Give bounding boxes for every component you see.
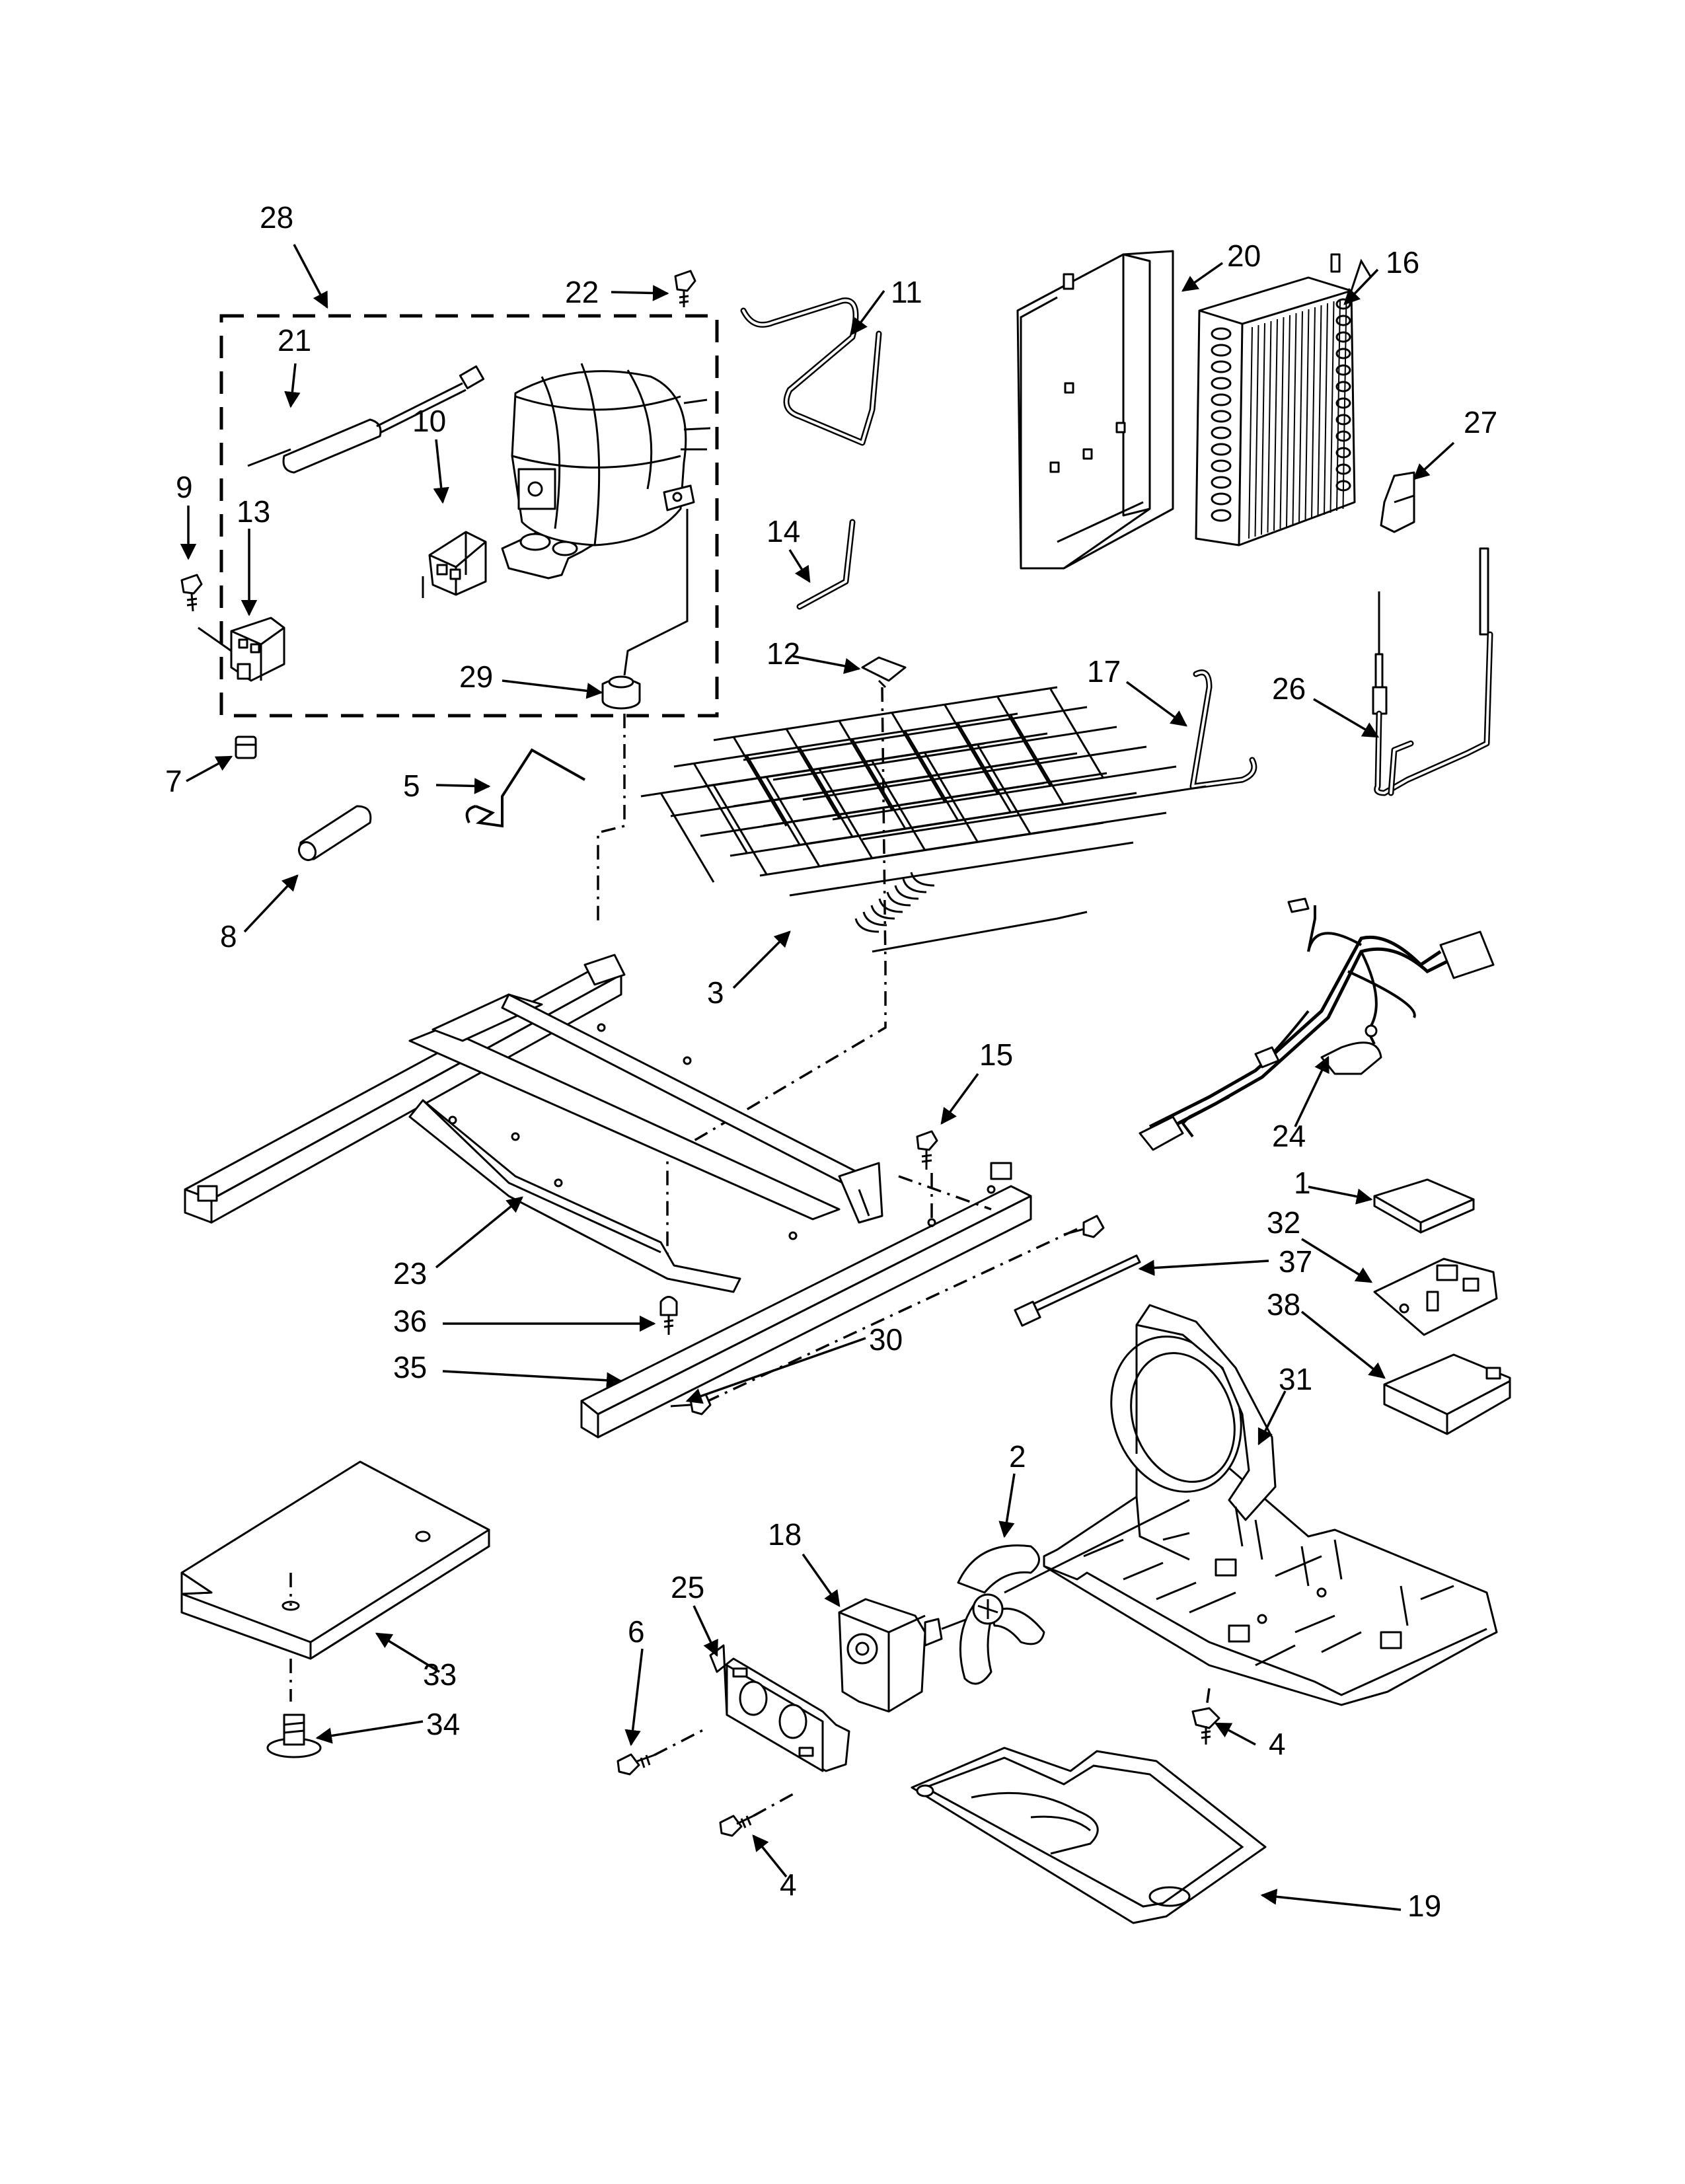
condenser-coil-part[interactable] xyxy=(1195,253,1372,546)
screw-4-right-part[interactable] xyxy=(1191,1707,1220,1745)
filter-drier-part[interactable] xyxy=(247,365,485,474)
clip-27-part[interactable] xyxy=(1380,471,1415,533)
spring-5-part[interactable] xyxy=(465,748,585,828)
screw-9-part[interactable] xyxy=(180,574,203,612)
callout-6: 6 xyxy=(628,1614,645,1649)
callout-22: 22 xyxy=(565,275,599,309)
callout-11: 11 xyxy=(891,275,922,309)
leader-grommet xyxy=(597,714,626,925)
screw-22-part[interactable] xyxy=(674,270,696,307)
callout-20: 20 xyxy=(1227,239,1261,273)
compressor-part[interactable] xyxy=(501,363,711,580)
cover-plate-part[interactable] xyxy=(1373,1178,1475,1234)
relay-overload-part[interactable] xyxy=(422,531,487,598)
callout-29: 29 xyxy=(459,659,493,694)
screw-36-part[interactable] xyxy=(659,1296,678,1336)
drain-pan-19-part[interactable] xyxy=(911,1747,1267,1924)
plug-34-part[interactable] xyxy=(266,1713,322,1758)
control-box-part[interactable] xyxy=(1383,1353,1511,1435)
callout-27: 27 xyxy=(1464,405,1497,439)
screw-4-left-part[interactable] xyxy=(719,1815,754,1837)
callout-8: 8 xyxy=(220,919,237,954)
callout-4-right: 4 xyxy=(1269,1727,1286,1761)
callout-36: 36 xyxy=(393,1304,427,1338)
grommet-part[interactable] xyxy=(601,675,641,710)
callout-16: 16 xyxy=(1386,245,1419,280)
callout-34: 34 xyxy=(426,1707,460,1741)
callout-35: 35 xyxy=(393,1350,427,1384)
callout-12: 12 xyxy=(767,636,800,671)
compressor-assembly-boundary xyxy=(219,314,719,718)
drier-tube-part[interactable] xyxy=(1372,547,1493,796)
callout-31: 31 xyxy=(1279,1362,1312,1396)
leader-rail-2 xyxy=(898,1175,992,1211)
callout-23: 23 xyxy=(393,1256,427,1291)
callout-25: 25 xyxy=(671,1570,704,1604)
callout-38: 38 xyxy=(1267,1287,1300,1322)
leader-evap xyxy=(666,687,887,1269)
callout-30: 30 xyxy=(869,1322,903,1357)
leader-arrows xyxy=(180,244,1455,1911)
control-board-part[interactable] xyxy=(1373,1258,1498,1336)
fan-blade-2-part[interactable] xyxy=(957,1499,1190,1685)
callout-17: 17 xyxy=(1087,654,1121,689)
callout-2: 2 xyxy=(1009,1439,1026,1474)
callout-7: 7 xyxy=(165,764,182,798)
callout-32: 32 xyxy=(1267,1205,1300,1240)
leader-6 xyxy=(654,1727,708,1756)
cap-7-part[interactable] xyxy=(235,735,257,759)
callout-15: 15 xyxy=(979,1037,1013,1072)
suction-line xyxy=(623,509,689,676)
callout-26: 26 xyxy=(1272,671,1306,706)
shield-plate-33-part[interactable] xyxy=(180,1460,490,1660)
base-frame-part[interactable] xyxy=(184,954,1032,1439)
callout-10: 10 xyxy=(412,404,446,438)
wire-hook-part[interactable] xyxy=(1189,669,1257,790)
tube-14-part[interactable] xyxy=(796,519,856,610)
callout-4-left: 4 xyxy=(780,1867,797,1902)
foam-tube-part[interactable] xyxy=(296,805,372,863)
callout-19: 19 xyxy=(1407,1889,1441,1923)
callout-33: 33 xyxy=(423,1657,457,1692)
fan-motor-18-part[interactable] xyxy=(838,1598,985,1713)
callout-24: 24 xyxy=(1272,1119,1306,1153)
leader-4-right xyxy=(1205,1688,1211,1712)
callout-28: 28 xyxy=(260,200,293,235)
callout-37: 37 xyxy=(1279,1244,1312,1279)
motor-bracket-25-part[interactable] xyxy=(709,1644,850,1772)
callout-14: 14 xyxy=(767,514,800,548)
screw-6-part[interactable] xyxy=(617,1753,655,1776)
evaporator-coil-part[interactable] xyxy=(640,686,1207,953)
callout-labels: 28 22 11 20 16 21 10 9 13 27 14 12 17 26… xyxy=(165,200,1497,1923)
callout-9: 9 xyxy=(176,470,193,504)
condenser-shroud-part[interactable] xyxy=(1016,250,1174,570)
tube-11-part[interactable] xyxy=(740,297,882,446)
callout-21: 21 xyxy=(278,323,311,358)
leader-4-left xyxy=(753,1793,794,1817)
callout-18: 18 xyxy=(768,1517,802,1552)
callout-13: 13 xyxy=(237,494,270,529)
callout-5: 5 xyxy=(403,769,420,803)
wire-harness-part[interactable] xyxy=(1139,897,1495,1151)
callout-3: 3 xyxy=(707,975,724,1010)
bracket-12-part[interactable] xyxy=(861,656,907,689)
screw-15-part[interactable] xyxy=(916,1130,938,1170)
callout-1: 1 xyxy=(1294,1166,1311,1200)
leader-30 xyxy=(693,1228,1078,1409)
cable-tie-part[interactable] xyxy=(1014,1254,1141,1327)
capacitor-clip-part[interactable] xyxy=(198,617,285,682)
fan-shroud-31-part[interactable] xyxy=(1043,1304,1498,1706)
